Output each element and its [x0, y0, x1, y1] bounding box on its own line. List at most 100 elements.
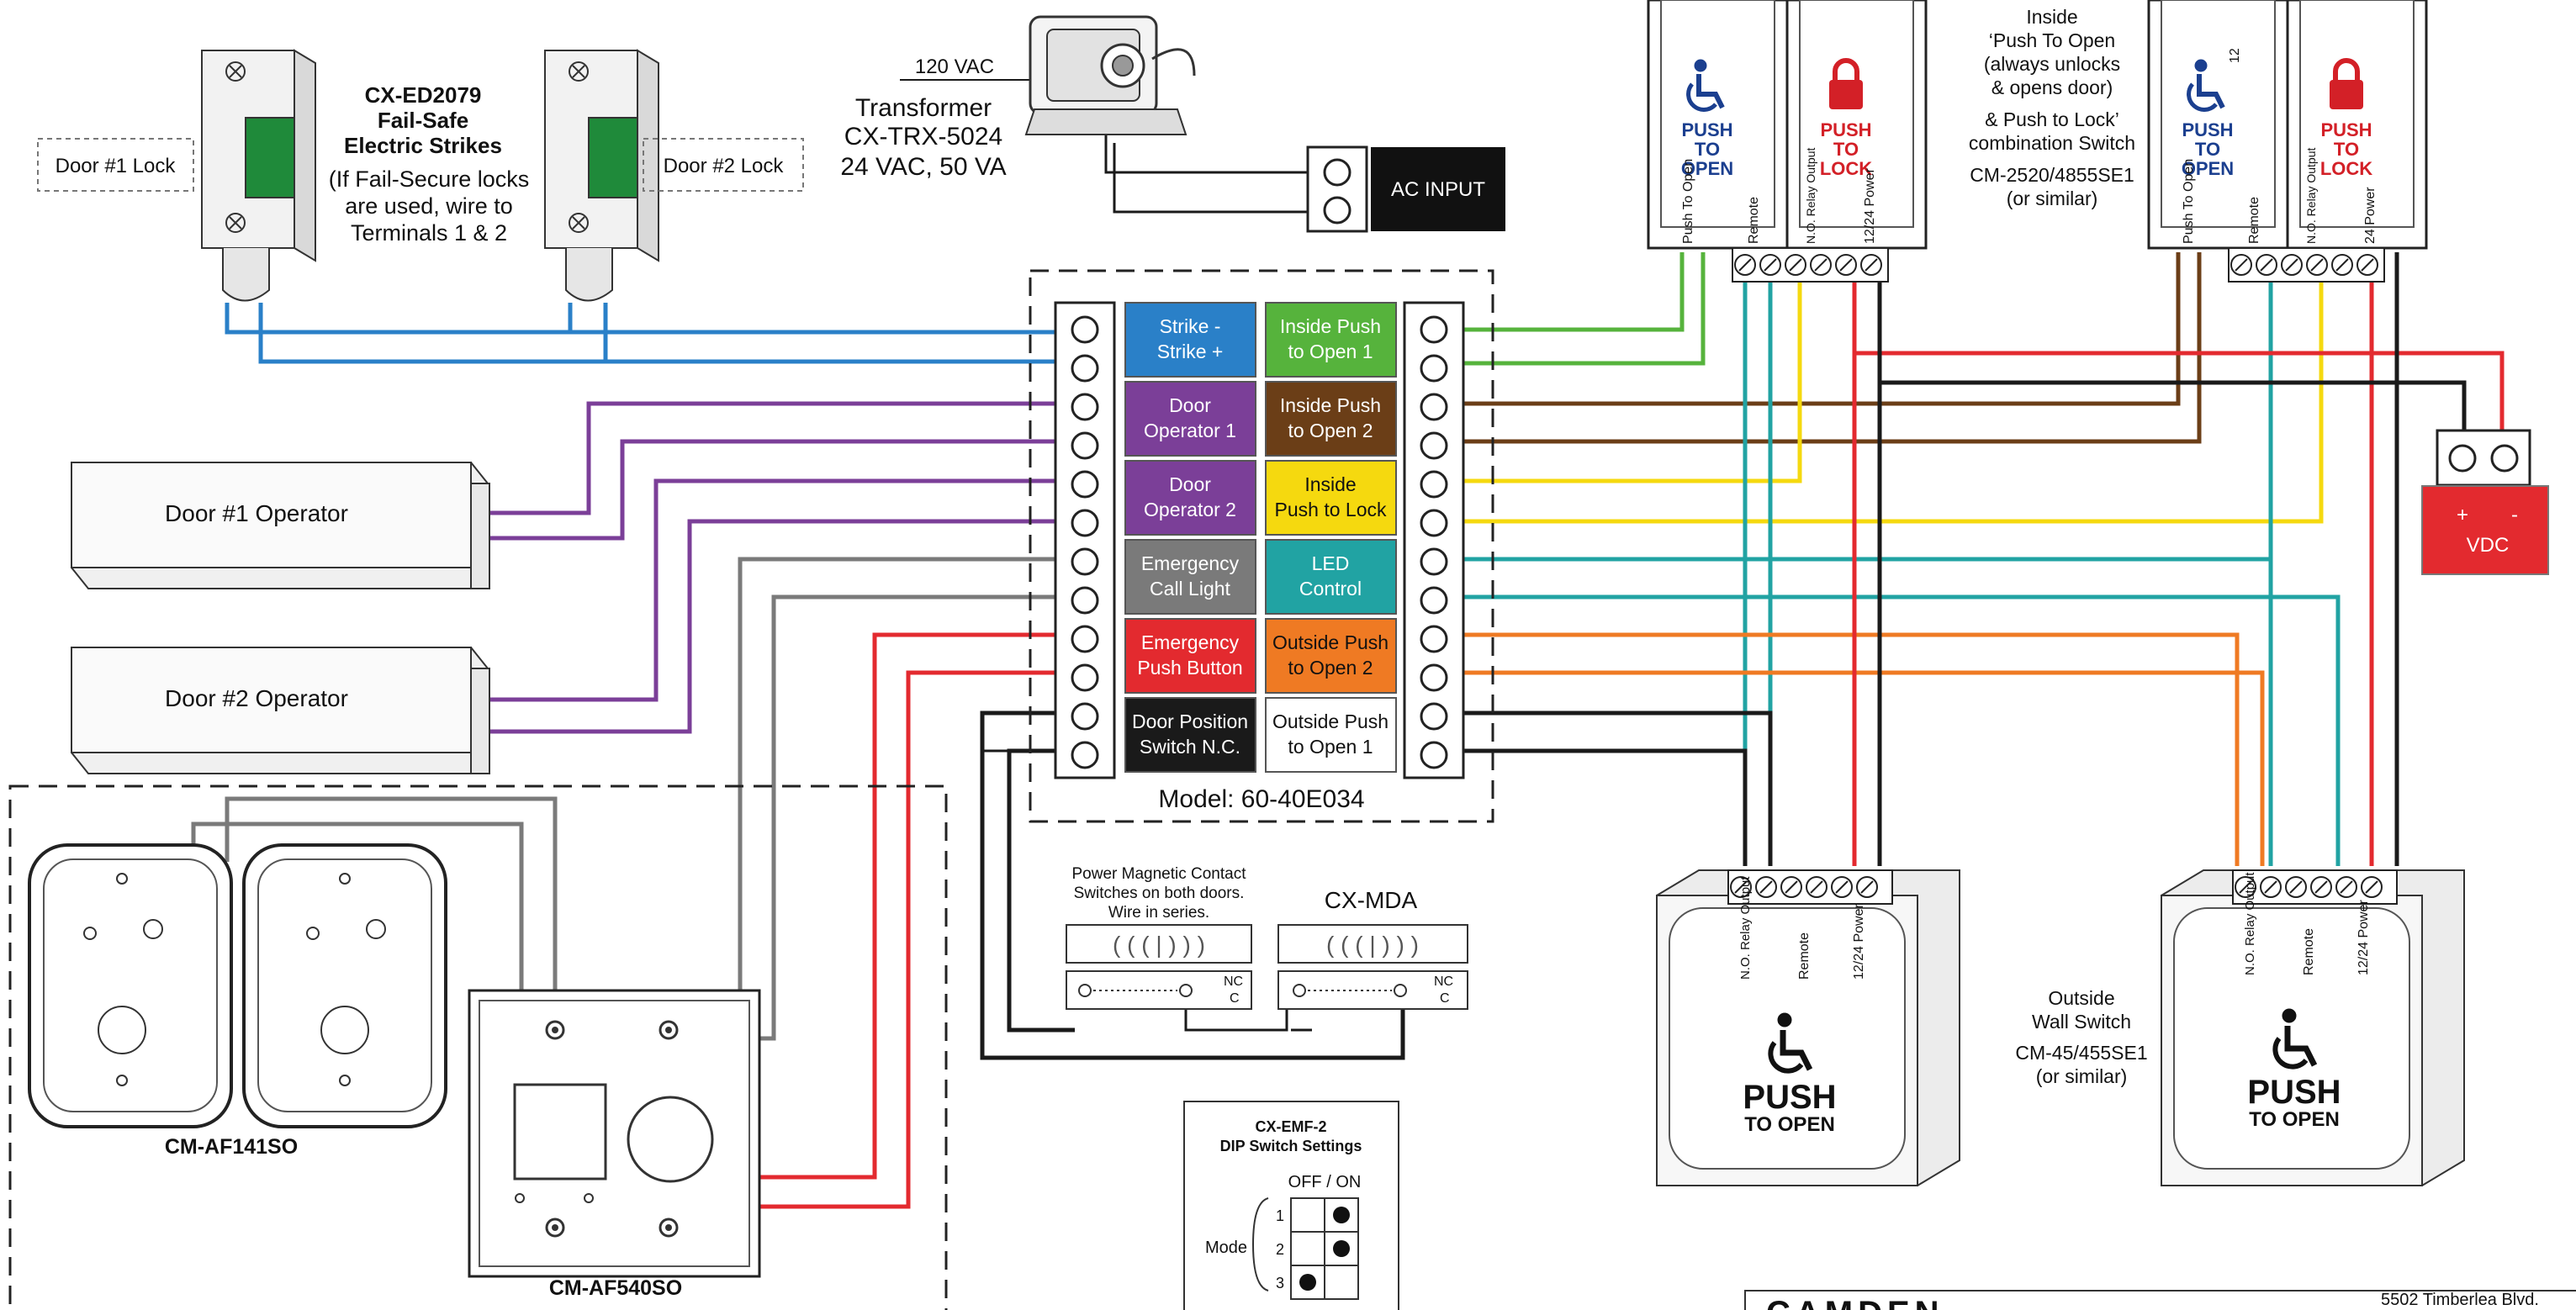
svg-text:( ( ( | ) ) ): ( ( ( | ) ) )	[1113, 932, 1205, 958]
wire-ipo2-b	[1442, 252, 2202, 444]
svg-text:( ( ( | ) ) ): ( ( ( | ) ) )	[1326, 932, 1419, 958]
ac-input-label: AC INPUT	[1391, 178, 1485, 201]
mag-note-1: Power Magnetic Contact	[1072, 865, 1247, 883]
strike-note-3: Terminals 1 & 2	[351, 220, 507, 246]
strike-door2	[544, 49, 659, 302]
padlock-icon-2	[2330, 58, 2363, 109]
inside-desc-6: combination Switch	[1969, 132, 2135, 154]
mag-note-2: Switches on both doors.	[1074, 885, 1245, 902]
door1-operator	[71, 462, 490, 589]
controller-model-label: Model: 60-40E034	[1158, 785, 1364, 813]
outside1-push: PUSH	[1743, 1079, 1836, 1116]
switch-screw-slot	[2260, 258, 2273, 272]
vdc-terminal	[2421, 429, 2549, 575]
strike-title-3: Electric Strikes	[344, 133, 502, 158]
wires	[191, 79, 2505, 1209]
terminal-screw-right	[1420, 741, 1448, 769]
dip-row-number: 2	[1276, 1241, 1284, 1258]
af141-plate-1	[28, 843, 233, 1128]
outside-switch-1	[1656, 869, 1960, 1186]
right-block	[1265, 302, 1397, 378]
dip-cell-on	[1324, 1265, 1359, 1300]
inside-switch-screws	[1734, 254, 2378, 276]
af540-plate	[468, 989, 761, 1278]
wire-led-b	[1442, 594, 2341, 866]
outside1-term-remote: Remote	[1797, 932, 1812, 980]
wire-opo2-b	[1442, 670, 2265, 866]
mag1-c: C	[1230, 991, 1240, 1006]
outside1-term-power: 12/24 Power	[1852, 903, 1866, 980]
terminal-screw-left	[1071, 315, 1099, 344]
left-block-line1: Strike -	[1160, 315, 1221, 337]
outside1-to-open: TO OPEN	[1744, 1113, 1835, 1136]
strike-note-1: (If Fail-Secure locks	[329, 166, 530, 192]
inside-desc-4: & opens door)	[1992, 77, 2113, 98]
door2-lock-label: Door #2 Lock	[664, 155, 785, 177]
wire-ipl-b	[1442, 252, 2324, 524]
switch-screw-slot	[1865, 258, 1878, 272]
wire-op2-b	[489, 519, 1075, 734]
strike-note-2: are used, wire to	[345, 193, 513, 219]
right-block-line2: to Open 1	[1288, 341, 1373, 362]
left-block-line2: Call Light	[1150, 578, 1230, 600]
door1-lock-box	[37, 138, 194, 192]
outside-switch-2	[2161, 869, 2465, 1186]
right-block-line1: Inside	[1304, 473, 1356, 495]
left-block	[1124, 539, 1256, 615]
terminal-screw-left	[1071, 663, 1099, 692]
inside2-open-2: TO	[2195, 139, 2220, 160]
switch-screw-slot	[2365, 880, 2378, 894]
switch-screw-slot	[1764, 258, 1777, 272]
wire-opo1-b	[1442, 748, 1748, 866]
outside2-term-power: 12/24 Power	[2356, 899, 2371, 975]
left-block	[1124, 460, 1256, 536]
vdc-minus: -	[2511, 504, 2518, 526]
terminal-screw-left	[1071, 625, 1099, 653]
outside2-term-relay: N.O. Relay Output	[2243, 872, 2257, 975]
wire-opo1-a	[1442, 710, 1773, 866]
switch-screw-slot	[2285, 258, 2298, 272]
switch-screw-slot	[2239, 880, 2252, 894]
wire-ipo1	[1442, 252, 1685, 332]
controller-right-terminal	[1403, 301, 1465, 779]
switch-screw-slot	[1738, 258, 1752, 272]
switch-screw-slot	[1789, 258, 1802, 272]
right-block-line1: Inside Push	[1280, 315, 1381, 337]
wheelchair-icon-2	[2187, 59, 2225, 112]
transformer-line1: Transformer	[855, 94, 992, 122]
switch-screw-slot	[1759, 880, 1773, 894]
terminal-screw-right	[1420, 586, 1448, 615]
right-block-line1: Outside Push	[1272, 710, 1389, 732]
door1-lock-label: Door #1 Lock	[56, 155, 177, 177]
right-block	[1265, 697, 1397, 773]
inside1-lock-3: LOCK	[1820, 158, 1872, 179]
switch-screw-slot	[1814, 258, 1828, 272]
inside1-open-2: TO	[1695, 139, 1720, 160]
left-terminal-screws	[1071, 315, 1099, 769]
dip-row-number: 3	[1276, 1275, 1284, 1292]
terminal-screw-right	[1420, 663, 1448, 692]
inside-switch-1	[1647, 0, 1928, 283]
left-block	[1124, 302, 1256, 378]
terminal-screw-right	[1420, 625, 1448, 653]
left-block-line2: Operator 2	[1144, 499, 1236, 520]
right-terminal-screws	[1420, 315, 1448, 769]
wire-ipl	[1442, 252, 1802, 483]
terminal-screw-left	[1071, 741, 1099, 769]
terminal-screw-left	[1071, 431, 1099, 460]
af141-plate-2	[242, 843, 447, 1128]
right-block-line2: to Open 1	[1288, 736, 1373, 758]
wire-op1-a	[489, 401, 1075, 515]
left-block-line1: Emergency	[1141, 552, 1240, 574]
terminal-screw-left	[1071, 509, 1099, 537]
right-block	[1265, 618, 1397, 694]
dip-header: OFF / ON	[1288, 1173, 1362, 1191]
left-block-line1: Door	[1169, 394, 1211, 416]
terminal-screw-right	[1420, 547, 1448, 576]
dip-title-1: CX-EMF-2	[1256, 1118, 1327, 1135]
mag-contact-1: ( ( ( | ) ) )	[1066, 924, 1252, 1010]
controller-outline	[1029, 269, 1494, 823]
inside2-small-label: 12	[2228, 48, 2242, 63]
inside-desc-2: ‘Push To Open	[1989, 29, 2115, 51]
right-block-line2: to Open 2	[1288, 420, 1373, 441]
